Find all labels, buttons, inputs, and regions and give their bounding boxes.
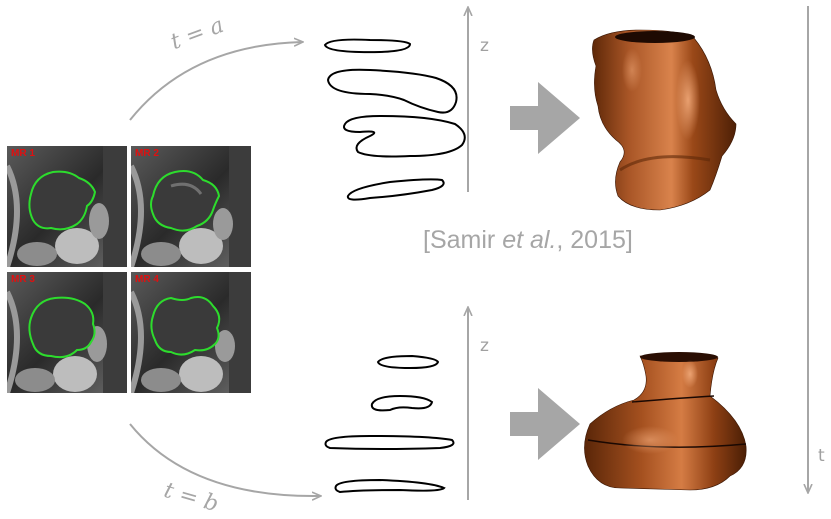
arrow-to-bottom-slices — [129, 423, 320, 496]
top-slice-4 — [346, 178, 445, 201]
top-slice-1 — [323, 38, 412, 54]
mr-label: MR 2 — [135, 148, 159, 159]
top-slice-3 — [343, 114, 466, 158]
bottom-slice-4 — [334, 478, 446, 494]
citation-suffix: , 2015] — [556, 226, 633, 254]
mr-panel-1: MR 1 — [7, 146, 127, 267]
arrow-to-top-slices — [129, 42, 302, 121]
citation: [Samir et al., 2015] — [423, 226, 633, 255]
mr-label: MR 4 — [135, 274, 159, 285]
mr-panel-2: MR 2 — [131, 146, 251, 267]
top-big-arrow — [510, 82, 580, 154]
mr-label: MR 1 — [11, 148, 35, 159]
top-z-label: z — [480, 36, 489, 56]
mr-label: MR 3 — [11, 274, 35, 285]
citation-prefix: [Samir — [423, 226, 503, 254]
bottom-surface — [584, 352, 747, 491]
mr-panel-4: MR 4 — [131, 272, 251, 393]
bottom-slice-2 — [370, 394, 434, 412]
bottom-z-label: z — [480, 336, 489, 356]
time-axis-label: t — [818, 446, 825, 466]
bottom-slice-1 — [376, 354, 440, 370]
top-surface — [592, 29, 737, 211]
mr-image-grid: MR 1 MR 2 — [7, 146, 251, 394]
mr-panel-3: MR 3 — [7, 272, 127, 393]
bottom-big-arrow — [510, 388, 580, 460]
bottom-slice-3 — [324, 434, 455, 450]
top-slice-2 — [326, 68, 458, 114]
citation-italic: et al. — [502, 226, 557, 254]
